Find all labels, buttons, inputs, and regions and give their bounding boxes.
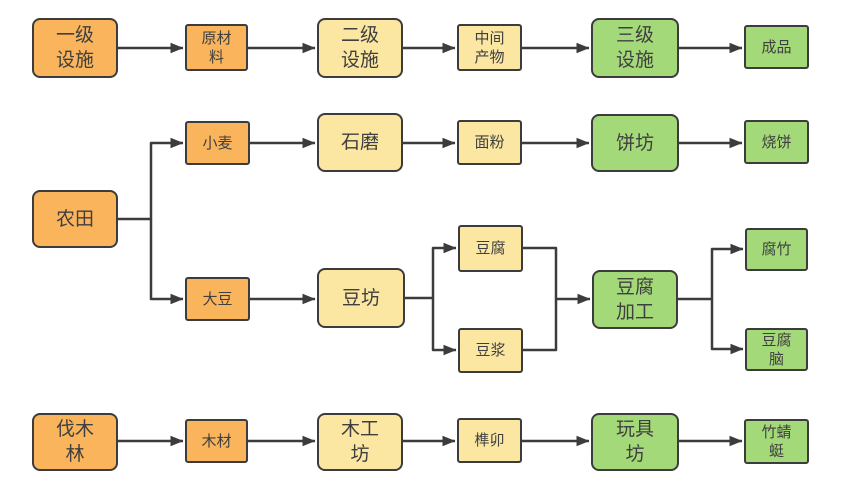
edge-bean-workshop-tofu (405, 242, 457, 300)
node-tier1-facility: 一级设施 (32, 18, 118, 78)
node-tier2-facility: 二级设施 (317, 18, 403, 78)
node-label: 豆坊 (341, 287, 380, 309)
node-label: 设施 (55, 50, 94, 71)
node-bing-workshop: 饼坊 (591, 114, 679, 172)
node-soy-milk: 豆浆 (458, 328, 523, 373)
node-label: 豆浆 (475, 342, 506, 359)
edge-bean-workshop-soy-milk (431, 298, 457, 356)
node-label: 大豆 (202, 290, 233, 308)
node-label: 坊 (350, 444, 370, 465)
node-label: 林 (65, 444, 85, 465)
node-label: 中间 (474, 29, 505, 47)
node-label: 竹蜻 (761, 423, 792, 441)
node-farm: 农田 (32, 190, 118, 248)
node-wheat: 小麦 (185, 121, 250, 165)
node-label: 设施 (615, 50, 654, 71)
node-flour: 面粉 (457, 120, 522, 165)
node-label: 烧饼 (761, 133, 792, 151)
node-label: 小麦 (202, 134, 233, 152)
node-label: 面粉 (474, 134, 505, 151)
node-label: 成品 (761, 38, 792, 56)
node-label: 料 (208, 48, 224, 66)
node-label: 玩具 (615, 419, 654, 440)
node-label: 石磨 (340, 132, 379, 153)
node-raw-material: 原材料 (185, 24, 248, 71)
node-label: 伐木 (55, 419, 94, 440)
node-label: 豆腐 (615, 276, 654, 298)
edge-tofu-processing-tofu-pudding (710, 299, 744, 355)
edge-tofu-processing-yuba (678, 243, 744, 301)
node-label: 木材 (201, 432, 232, 450)
edge-farm-wheat (118, 137, 184, 221)
edge-tofu-merge-point (523, 246, 558, 299)
node-label: 农田 (55, 208, 94, 230)
node-tofu-processing: 豆腐加工 (592, 270, 678, 329)
node-intermediate-product: 中间产物 (457, 24, 522, 71)
node-soybean: 大豆 (185, 277, 250, 321)
node-timber: 木材 (185, 419, 248, 463)
edge-farm-soybean (149, 219, 184, 305)
node-mortise-tenon: 榫卯 (457, 418, 522, 463)
node-logging-forest: 伐木林 (32, 413, 118, 471)
node-label: 原材 (201, 29, 232, 47)
node-finished-product: 成品 (744, 25, 809, 69)
node-label: 榫卯 (474, 432, 505, 449)
node-yuba: 腐竹 (745, 228, 808, 271)
node-tier3-facility: 三级设施 (591, 18, 679, 78)
node-toy-workshop: 玩具坊 (591, 413, 679, 471)
node-label: 产物 (474, 48, 505, 66)
node-tofu: 豆腐 (458, 225, 523, 272)
node-carpentry-workshop: 木工坊 (317, 413, 403, 471)
node-label: 饼坊 (615, 132, 654, 154)
node-label: 一级 (55, 25, 94, 46)
node-bamboo-dragonfly: 竹蜻蜓 (744, 419, 809, 464)
edge-soy-milk-merge-point (523, 299, 558, 352)
node-bean-workshop: 豆坊 (317, 268, 405, 328)
node-stone-mill: 石磨 (317, 113, 403, 172)
node-label: 加工 (615, 301, 654, 323)
node-label: 二级 (340, 25, 379, 46)
node-label: 腐竹 (761, 241, 792, 258)
node-label: 豆腐 (475, 240, 506, 257)
node-label: 木工 (340, 419, 379, 440)
node-tofu-pudding: 豆腐脑 (745, 328, 808, 371)
node-label: 蜓 (768, 442, 784, 460)
node-label: 坊 (625, 444, 645, 465)
node-label: 设施 (340, 50, 379, 71)
node-shaobing: 烧饼 (744, 120, 809, 164)
node-label: 脑 (768, 350, 784, 368)
node-label: 豆腐 (761, 331, 792, 349)
node-label: 三级 (615, 25, 654, 46)
